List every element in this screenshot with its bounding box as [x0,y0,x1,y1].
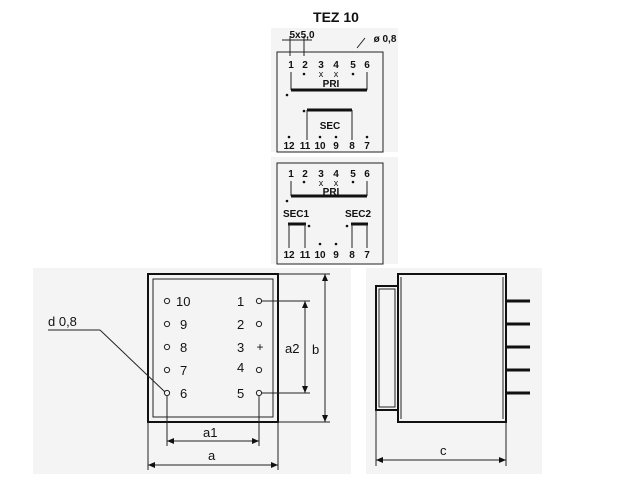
hole-label: ø 0,8 [374,34,397,45]
pin-number: 6 [180,386,187,401]
schematic-2-frame [276,162,384,265]
pin-number: 7 [180,363,187,378]
pin-hole [163,389,171,397]
front-view: 10 9 8 7 6 + 1 2 3 4 5 d 0,8 a2 b [33,268,351,474]
pin-label: 11 [300,250,311,261]
pin-label: 2 [302,60,308,71]
a1-label: a1 [203,425,217,440]
pin-diameter-label: d 0,8 [48,314,77,329]
pin-label: 11 [300,141,311,152]
pin-label: 4 [333,169,339,180]
pin-hole [255,297,263,305]
pitch-label: 5x5,0 [289,30,314,41]
side-view: c [366,268,542,474]
pin-label: 6 [364,169,370,180]
pin-number: 4 [237,360,244,375]
pin-label: 2 [302,169,308,180]
pin-label: 10 [314,141,326,152]
pin-label: 8 [349,141,355,152]
title: TEZ 10 [313,9,359,25]
sec1-label: SEC1 [283,209,310,220]
pin-label: 12 [283,141,295,152]
schematic-2-panel [271,157,398,264]
pin-number: 5 [237,386,244,401]
pin-hole [163,343,171,351]
pin-label: 7 [364,250,370,261]
pin-label: 1 [288,60,294,71]
pin-label: 12 [283,250,295,261]
pin-hole [255,366,263,374]
pin-label: 6 [364,60,370,71]
front-view-panel [33,268,351,474]
hole-leader [356,37,366,49]
schematic-pri-sec1-sec2: 1 2 3 4 5 6 x x PRI SEC1 SEC2 12 11 10 [271,157,398,265]
polarity-dot [307,224,311,228]
pin-hole [255,320,263,328]
pin-label: 5 [350,60,356,71]
pri-label: PRI [323,79,340,90]
polarity-dot [302,109,306,113]
pin-hole [163,297,171,305]
b-label: b [312,342,319,357]
transformer-outline-inner [152,278,274,418]
pin-label: 5 [350,169,356,180]
pin-number: 8 [180,340,187,355]
pin-diameter-leader [99,329,166,393]
schematic-pri-sec: 5x5,0 ø 0,8 1 2 3 4 5 6 x x PRI SEC 12 1… [271,28,398,153]
pin-label: 4 [333,60,339,71]
pin-label: 1 [288,169,294,180]
c-label: c [440,443,447,458]
pin-label: 3 [318,169,324,180]
polarity-dot [345,224,349,228]
pin-hole [255,389,263,397]
sec-label: SEC [320,121,341,132]
pin-hole [163,366,171,374]
schematic-1-frame [276,51,384,153]
no-pin-mark: x [334,69,339,79]
plus-mark: + [256,340,263,354]
pin-number: 3 [237,340,244,355]
pin-label: 10 [314,250,326,261]
polarity-dot [285,199,289,203]
a-label: a [208,448,216,463]
no-pin-mark: x [334,178,339,188]
no-pin-mark: x [319,178,324,188]
pin-label: 9 [333,250,339,261]
sec2-label: SEC2 [345,209,372,220]
pin-number: 9 [180,317,187,332]
pin-number: 1 [237,294,244,309]
no-pin-mark: x [319,69,324,79]
pin-number: 10 [176,294,190,309]
pin-number: 2 [237,317,244,332]
a2-label: a2 [285,341,299,356]
pin-hole [163,320,171,328]
polarity-dot [285,93,289,97]
transformer-outline-outer [147,273,279,423]
pin-label: 7 [364,141,370,152]
pin-label: 3 [318,60,324,71]
pri-label: PRI [323,187,340,198]
pin-label: 9 [333,141,339,152]
pin-label: 8 [349,250,355,261]
